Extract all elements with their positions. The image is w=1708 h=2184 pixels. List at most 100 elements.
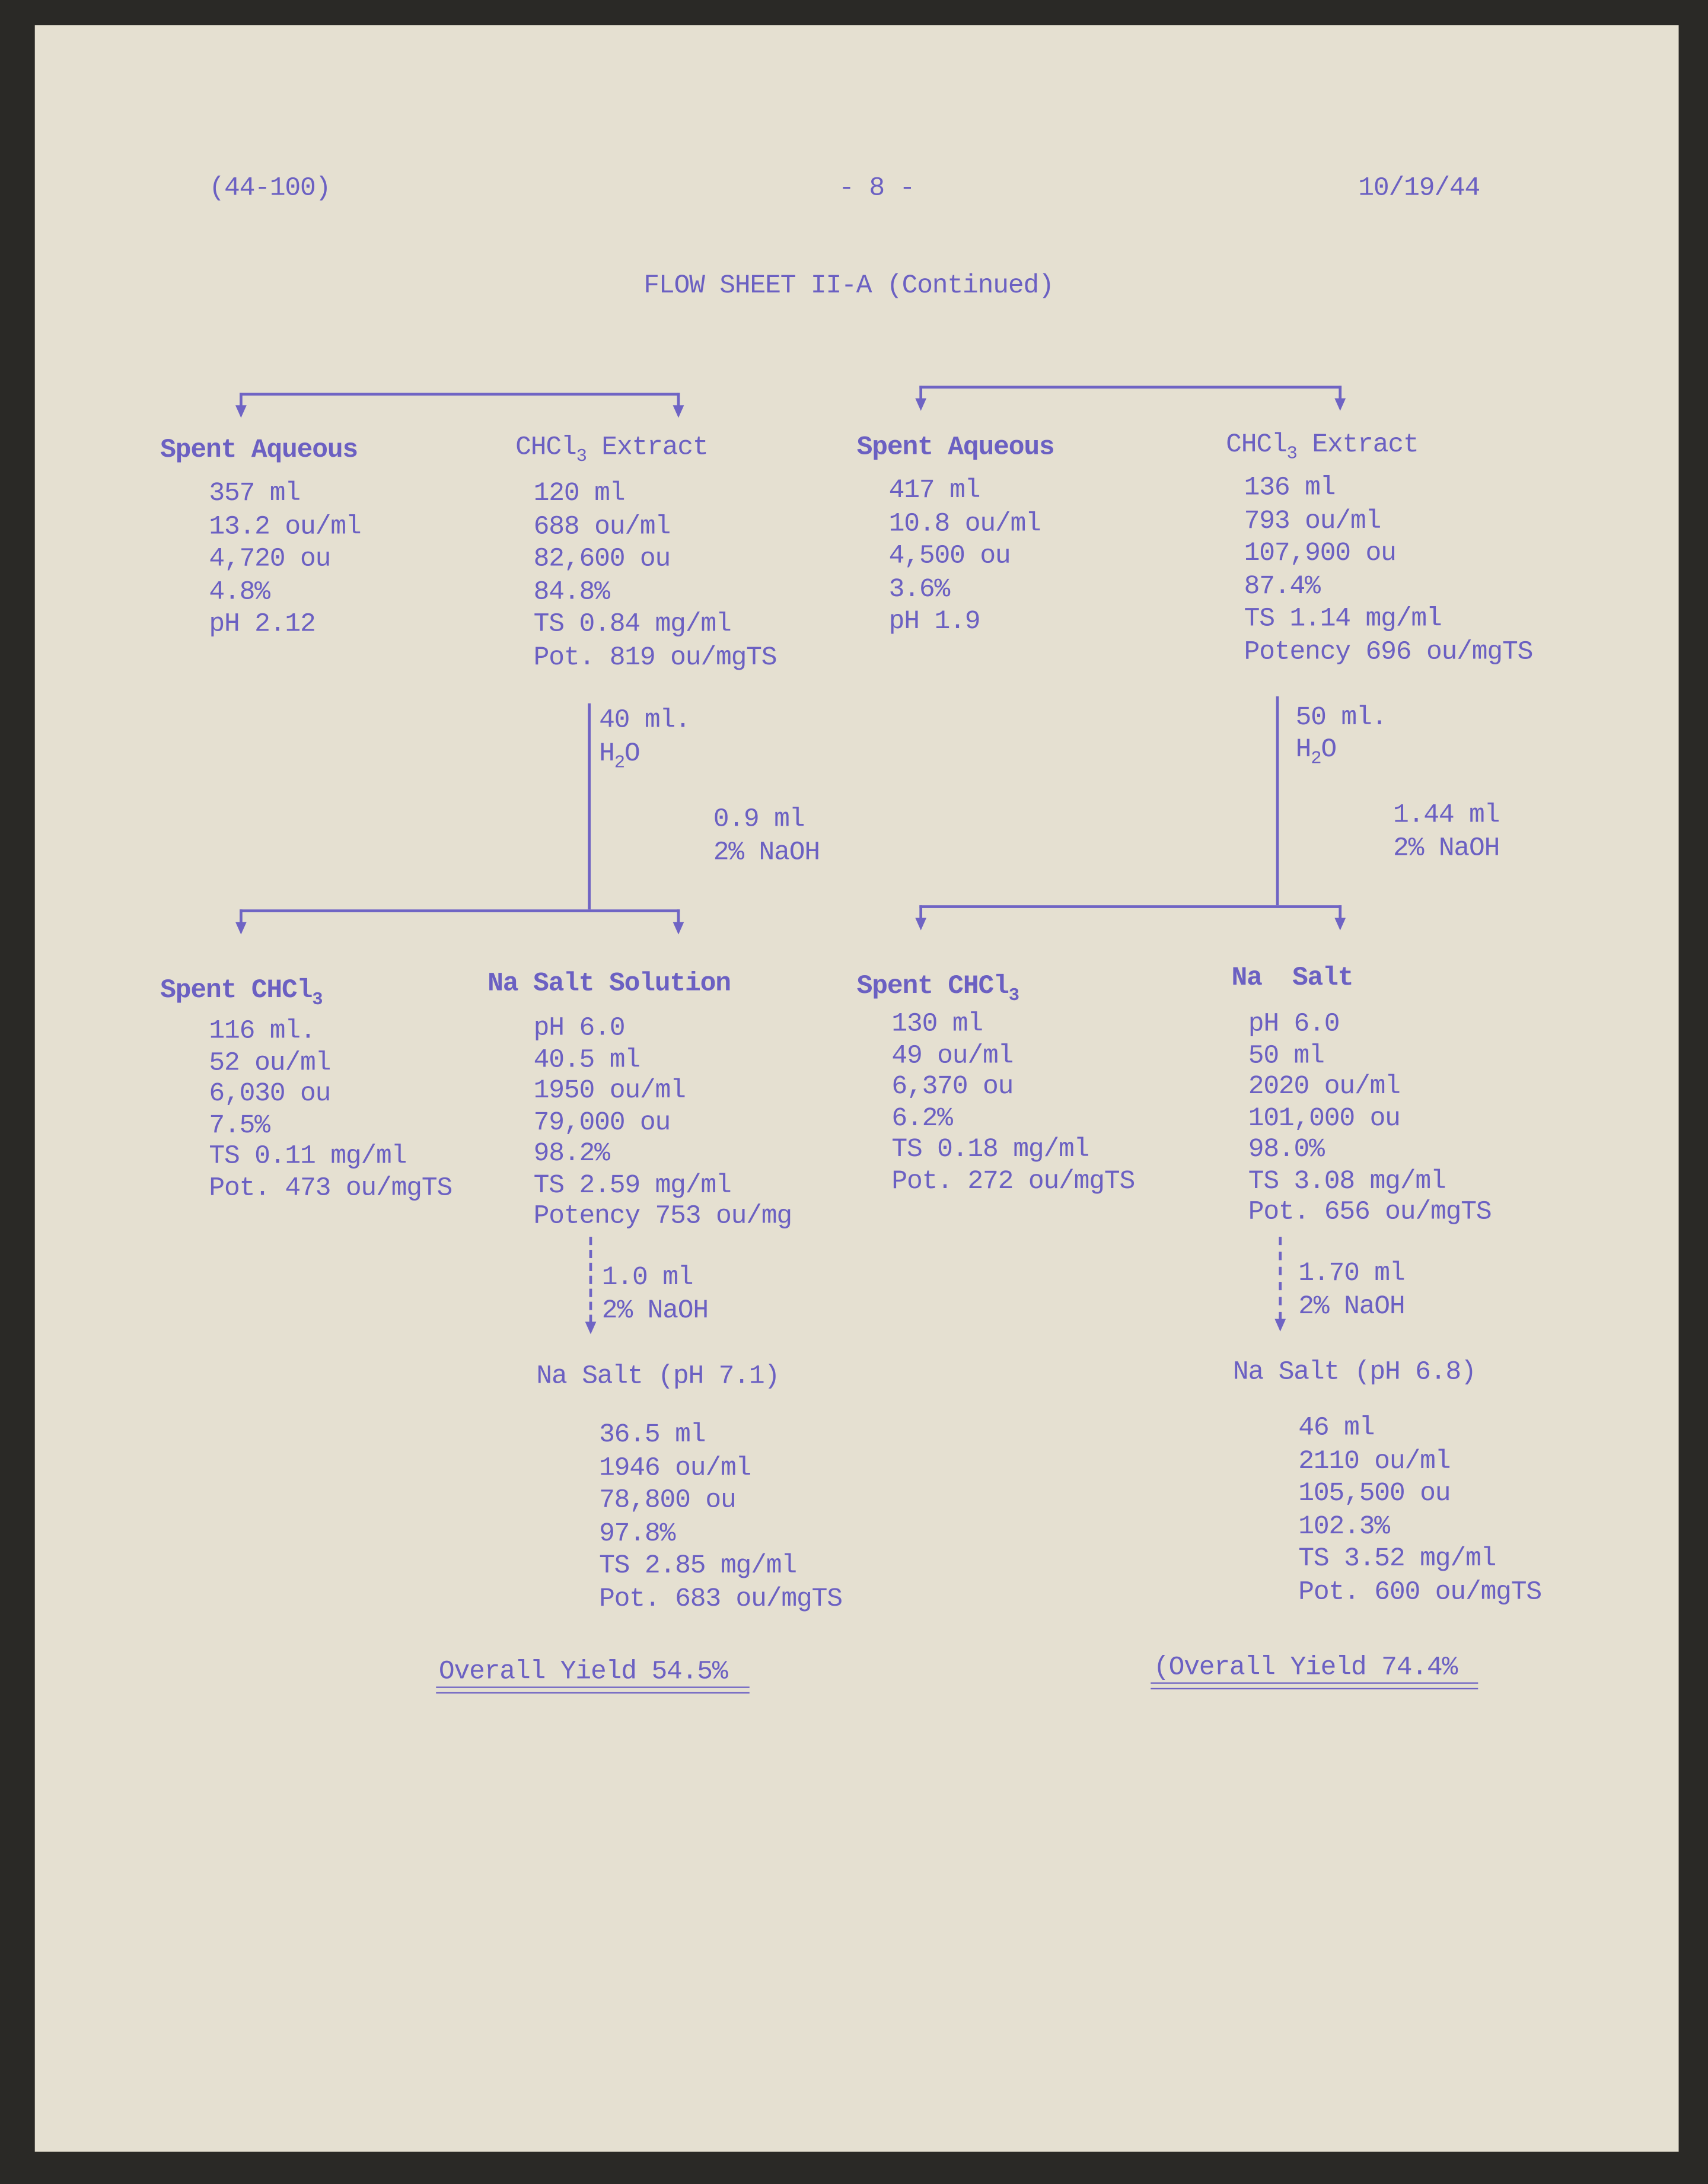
page-number: - 8 - xyxy=(839,173,915,203)
value: TS 3.52 mg/ml xyxy=(1298,1543,1496,1574)
value: Pot. 272 ou/mgTS xyxy=(891,1165,1135,1196)
value: 2110 ou/ml xyxy=(1298,1445,1451,1476)
value: Potency 753 ou/mg xyxy=(533,1200,793,1231)
right-spent-aqueous-label: Spent Aqueous xyxy=(856,431,1055,463)
value: 2% NaOH xyxy=(601,1294,709,1326)
process-line-left xyxy=(588,703,591,910)
value: Pot. 473 ou/mgTS xyxy=(209,1171,453,1203)
left-final-label: Na Salt (pH 7.1) xyxy=(536,1360,780,1392)
value: 40.5 ml xyxy=(533,1043,640,1075)
value: 3.6% xyxy=(888,573,951,604)
value: 6,030 ou xyxy=(209,1078,331,1109)
left-spent-aqueous-label: Spent Aqueous xyxy=(160,434,358,466)
double-underline xyxy=(436,1686,750,1694)
value: 107,900 ou xyxy=(1244,537,1397,568)
value: pH 1.9 xyxy=(888,606,981,637)
arrow-down-icon xyxy=(673,405,684,418)
value: pH 6.0 xyxy=(533,1012,626,1043)
value: 1950 ou/ml xyxy=(533,1075,686,1106)
value: 10.8 ou/ml xyxy=(888,507,1041,539)
value: 79,000 ou xyxy=(533,1106,671,1138)
value: TS 0.11 mg/ml xyxy=(209,1141,407,1171)
value: Pot. 600 ou/mgTS xyxy=(1298,1575,1542,1607)
value: pH 6.0 xyxy=(1248,1008,1340,1039)
left-na-salt-values: pH 6.0 40.5 ml 1950 ou/ml 79,000 ou 98.2… xyxy=(533,1012,793,1232)
split-bracket-left-2 xyxy=(240,909,680,912)
document-ref: (44-100) xyxy=(209,173,331,203)
value: TS 3.08 mg/ml xyxy=(1248,1165,1446,1196)
bracket-leg xyxy=(240,393,242,407)
value: 1.0 ml xyxy=(601,1262,694,1292)
right-spent-chcl3-label: Spent CHCl3 xyxy=(856,970,1020,1006)
left-water-label: H2O xyxy=(599,738,640,773)
arrow-down-icon xyxy=(235,405,247,418)
bracket-leg xyxy=(919,386,922,400)
value: 13.2 ou/ml xyxy=(209,510,361,542)
value: 2020 ou/ml xyxy=(1248,1071,1401,1102)
right-final-label: Na Salt (pH 6.8) xyxy=(1232,1356,1477,1387)
left-spent-chcl3-values: 116 ml. 52 ou/ml 6,030 ou 7.5% TS 0.11 m… xyxy=(209,1015,453,1204)
left-naoh-addition-2: 1.0 ml 2% NaOH xyxy=(601,1262,709,1327)
split-bracket-left xyxy=(240,393,680,396)
value: 1946 ou/ml xyxy=(599,1451,751,1483)
arrow-down-icon xyxy=(1334,398,1346,411)
right-extract-label: CHCl3 Extract xyxy=(1226,429,1419,464)
split-bracket-right xyxy=(919,386,1342,389)
bracket-leg xyxy=(1339,905,1341,919)
value: Pot. 683 ou/mgTS xyxy=(599,1583,843,1614)
bracket-leg xyxy=(677,393,680,407)
value: 46 ml xyxy=(1298,1412,1375,1443)
value: TS 1.14 mg/ml xyxy=(1244,603,1442,634)
value: 417 ml xyxy=(888,475,981,506)
arrow-down-icon xyxy=(235,922,247,935)
left-spent-chcl3-label: Spent CHCl3 xyxy=(160,975,323,1010)
right-spent-aqueous-values: 417 ml 10.8 ou/ml 4,500 ou 3.6% pH 1.9 xyxy=(889,475,1041,639)
right-overall-yield: (Overall Yield 74.4% xyxy=(1153,1651,1458,1683)
page-title: FLOW SHEET II-A (Continued) xyxy=(643,270,1054,301)
value: 78,800 ou xyxy=(599,1484,737,1516)
value: Pot. 656 ou/mgTS xyxy=(1248,1196,1492,1227)
value: TS 0.84 mg/ml xyxy=(533,609,732,639)
split-bracket-right-2 xyxy=(919,905,1342,908)
bracket-leg xyxy=(677,909,680,924)
value: 98.0% xyxy=(1248,1134,1325,1164)
right-water-label: H2O xyxy=(1295,734,1337,769)
value: 1.44 ml xyxy=(1393,799,1500,830)
value: 82,600 ou xyxy=(533,543,671,574)
value: Potency 696 ou/mgTS xyxy=(1244,635,1534,667)
value: Pot. 819 ou/mgTS xyxy=(533,641,777,672)
right-na-salt-values: pH 6.0 50 ml 2020 ou/ml 101,000 ou 98.0%… xyxy=(1248,1008,1492,1228)
value: TS 2.85 mg/ml xyxy=(599,1550,797,1581)
value: TS 0.18 mg/ml xyxy=(891,1134,1089,1164)
value: 688 ou/ml xyxy=(533,510,671,542)
value: 101,000 ou xyxy=(1248,1102,1401,1134)
value: 36.5 ml xyxy=(599,1419,706,1450)
value: 6.2% xyxy=(891,1102,953,1134)
right-na-salt-label: Na Salt xyxy=(1231,962,1354,994)
value: 98.2% xyxy=(533,1138,610,1169)
left-na-salt-label: Na Salt Solution xyxy=(487,967,731,999)
value: 4,720 ou xyxy=(209,543,331,574)
arrow-down-icon xyxy=(585,1322,597,1335)
document-date: 10/19/44 xyxy=(1358,173,1480,203)
value: 97.8% xyxy=(599,1517,675,1548)
arrow-down-icon xyxy=(915,918,927,931)
value: 102.3% xyxy=(1298,1510,1390,1542)
value: 2% NaOH xyxy=(713,836,820,867)
right-final-values: 46 ml 2110 ou/ml 105,500 ou 102.3% TS 3.… xyxy=(1298,1412,1542,1609)
value: TS 2.59 mg/ml xyxy=(533,1169,732,1200)
bracket-leg xyxy=(919,905,922,919)
arrow-down-icon xyxy=(1274,1319,1286,1332)
double-underline xyxy=(1151,1682,1478,1690)
value: 116 ml. xyxy=(209,1015,316,1046)
value: 84.8% xyxy=(533,575,610,607)
process-line-right xyxy=(1276,696,1279,906)
value: 0.9 ml xyxy=(713,803,805,835)
arrow-down-icon xyxy=(1334,918,1346,931)
left-spent-aqueous-values: 357 ml 13.2 ou/ml 4,720 ou 4.8% pH 2.12 xyxy=(209,477,361,641)
value: 357 ml xyxy=(209,477,301,509)
value: 4,500 ou xyxy=(888,540,1011,571)
arrow-down-icon xyxy=(915,398,927,411)
left-final-values: 36.5 ml 1946 ou/ml 78,800 ou 97.8% TS 2.… xyxy=(599,1419,843,1616)
left-extract-values: 120 ml 688 ou/ml 82,600 ou 84.8% TS 0.84… xyxy=(534,477,777,674)
